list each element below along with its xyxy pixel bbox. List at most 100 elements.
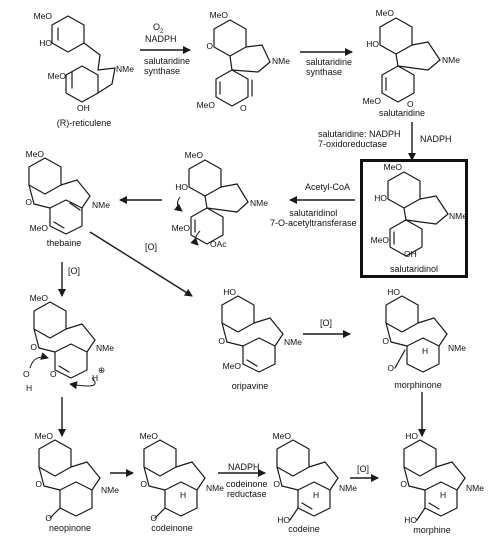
reagent-oxidation-2: [O] [145,242,158,252]
atom-meo: MeO [222,361,241,371]
compound-name-reticulene: (R)-reticulene [56,118,112,128]
atom-meo: MeO [383,162,402,172]
atom-meo: MeO [25,149,44,159]
atom-ho: HO [223,287,236,297]
atom-nme: NMe [466,483,484,493]
atom-ho: HO [39,38,52,48]
atom-o: O [240,103,247,113]
enzyme-salutaridine-synthase-2: salutaridine synthase [306,57,353,77]
reagent-nadph-3: NADPH [420,134,452,144]
atom-o: O [35,479,42,489]
atom-meo: MeO [29,293,48,303]
atom-o: O [206,41,213,51]
reagent-oxidation-1: [O] [68,266,81,276]
atom-nme: NMe [250,198,268,208]
atom-o: O [23,369,30,379]
compound-name-thebaine: thebaine [46,238,82,248]
atom-o: O [45,513,52,523]
atom-h: H [313,490,320,500]
atom-meo: MeO [196,100,215,110]
atom-meo: MeO [171,223,190,233]
reagent-acetyl-coa: Acetyl-CoA [305,182,351,192]
atom-plus: ⊕ [98,365,106,375]
structure-oripavine [221,295,284,373]
compound-name-neopinone: neopinone [48,523,92,533]
reagent-nadph-1: NADPH [145,34,177,44]
atom-nme: NMe [206,483,224,493]
atom-o: O [150,513,157,523]
atom-nme: NMe [96,343,114,353]
compound-name-morphine: morphine [413,525,451,535]
atom-o: O [387,363,394,373]
structure-reticulene [51,15,116,103]
structure-morphine [403,439,466,521]
structure-codeine [276,439,339,521]
atom-nme: NMe [339,483,357,493]
atom-meo: MeO [209,10,228,20]
atom-ho: HO [374,193,387,203]
atom-o: O [50,369,57,379]
atom-nme: NMe [284,337,302,347]
atom-meo: MeO [139,431,158,441]
structure-salutaridinol [387,171,449,257]
structure-neopinone [38,439,101,519]
compound-name-salutaridinol: salutaridinol [389,264,439,274]
atom-meo: MeO [375,8,394,18]
compound-name-salutaridine: salutaridine [378,108,426,118]
atom-ho: HO [277,515,290,525]
structure-salutaridine [379,17,441,103]
atom-o: O [400,479,407,489]
atom-nme: NMe [92,200,110,210]
atom-o: O [407,99,414,109]
atom-meo: MeO [362,96,381,106]
atom-meo: MeO [33,11,52,21]
structure-thebaine [28,157,91,235]
atom-meo: MeO [29,223,48,233]
atom-o: O [140,479,147,489]
atom-meo: MeO [34,431,53,441]
structure-dienone-intermediate [213,19,271,107]
atom-oh: OH [404,249,417,259]
atom-meo: MeO [370,235,389,245]
atom-nme: NMe [101,485,119,495]
structure-salutaridinol-acetate [188,159,249,245]
atom-nme: NMe [448,343,466,353]
highlight-box-salutaridinol [360,159,468,278]
compound-name-codeinone: codeinone [151,523,193,533]
reagent-oxidation-4: [O] [357,464,370,474]
enzyme-salutaridine-oxidoreductase: salutaridine: NADPH 7-oxidoreductase [318,129,401,149]
atom-h: H [180,490,187,500]
structure-protonation-intermediate [33,301,96,379]
atom-meo: MeO [272,431,291,441]
atom-o: O [25,197,32,207]
atom-nme: NMe [449,211,467,221]
atom-h: H [26,383,33,393]
atom-nme: NMe [442,55,460,65]
curved-arrow-protonation-1 [29,352,49,369]
reagent-oxidation-3: [O] [320,318,333,328]
atom-nme: NMe [116,64,134,74]
structure-morphinone [385,295,448,373]
enzyme-codeinone-reductase: codeinone reductase [226,479,268,499]
atom-nme: NMe [272,56,290,66]
atom-oh: OH [77,103,90,113]
atom-o: O [218,336,225,346]
atom-o: O [273,479,280,489]
atom-h: H [440,490,447,500]
atom-ho: HO [405,431,418,441]
atom-h: H [422,346,429,356]
arrow-thebaine-to-oripavine [89,231,193,297]
atom-ho: HO [387,287,400,297]
reagent-nadph-4: NADPH [228,462,260,472]
atom-h: H [92,373,99,383]
atom-meo: MeO [47,71,66,81]
enzyme-salutaridinol-acetyltransferase: salutaridinol 7-O-acetyltransferase [270,208,357,228]
atom-o: O [30,342,37,352]
atom-o: O [382,336,389,346]
compound-name-codeine: codeine [288,524,320,534]
atom-ho: HO [366,39,379,49]
compound-name-morphinone: morphinone [394,380,442,390]
atom-meo: MeO [184,150,203,160]
structure-codeinone [143,439,206,519]
